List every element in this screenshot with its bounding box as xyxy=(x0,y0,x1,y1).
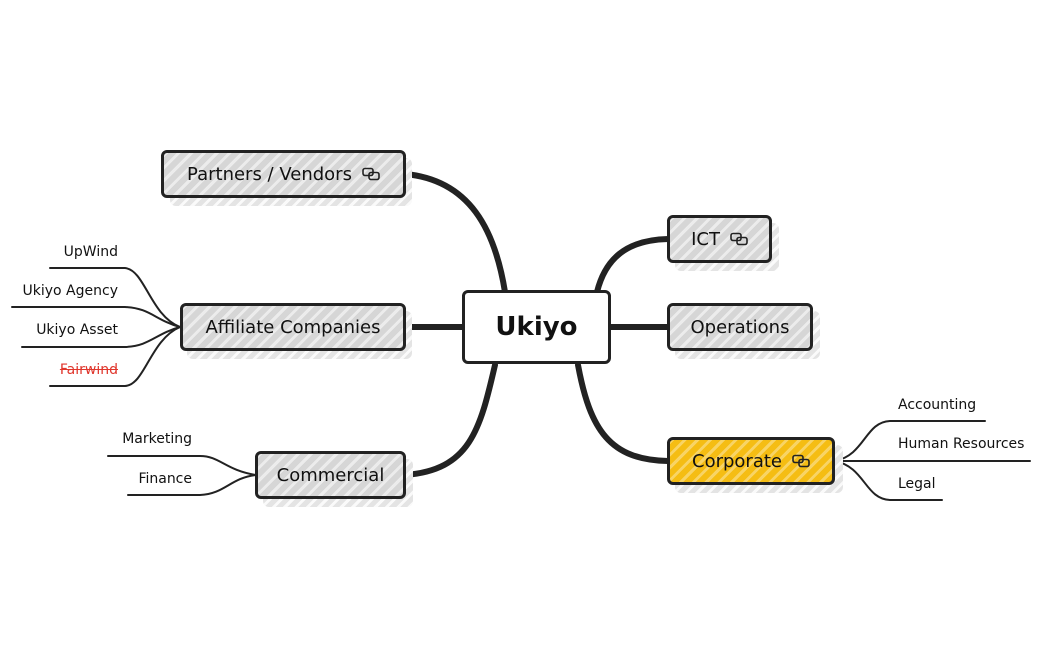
subtopic-accounting[interactable]: Accounting xyxy=(898,397,977,413)
subtopic-ukiyo-asset[interactable]: Ukiyo Asset xyxy=(36,322,118,338)
subtopic-finance[interactable]: Finance xyxy=(138,471,192,487)
affiliates-label: Affiliate Companies xyxy=(205,316,381,338)
link-icon[interactable] xyxy=(730,232,748,246)
ict-label: ICT xyxy=(691,228,720,250)
commercial-label: Commercial xyxy=(276,464,385,486)
partners-label: Partners / Vendors xyxy=(187,163,352,185)
subtopic-ukiyo-agency[interactable]: Ukiyo Agency xyxy=(22,283,118,299)
topic-ict[interactable]: ICT xyxy=(667,215,772,263)
topic-partners-vendors[interactable]: Partners / Vendors xyxy=(161,150,406,198)
topic-corporate[interactable]: Corporate xyxy=(667,437,835,485)
subtopic-legal[interactable]: Legal xyxy=(898,476,936,492)
topic-affiliate-companies[interactable]: Affiliate Companies xyxy=(180,303,406,351)
connector-ukiyo-agency xyxy=(11,306,181,328)
subtopic-upwind[interactable]: UpWind xyxy=(63,244,118,260)
root-topic[interactable]: Ukiyo xyxy=(462,290,611,364)
connector-upwind xyxy=(49,267,181,328)
connector-corporate xyxy=(575,362,671,464)
root-label: Ukiyo xyxy=(495,312,578,342)
topic-commercial[interactable]: Commercial xyxy=(255,451,406,499)
connector-commercial xyxy=(402,362,498,478)
connector-legal xyxy=(834,460,943,501)
connector-marketing xyxy=(107,455,257,476)
link-icon[interactable] xyxy=(792,454,810,468)
connector-partners xyxy=(402,171,508,295)
subtopic-fairwind[interactable]: Fairwind xyxy=(59,362,118,378)
topic-operations[interactable]: Operations xyxy=(667,303,813,351)
connector-accounting xyxy=(834,420,986,462)
connector-fairwind xyxy=(49,326,181,387)
operations-label: Operations xyxy=(690,316,790,338)
subtopic-marketing[interactable]: Marketing xyxy=(122,431,192,447)
link-icon[interactable] xyxy=(362,167,380,181)
corporate-label: Corporate xyxy=(692,450,782,472)
connector-ukiyo-asset xyxy=(21,326,181,348)
subtopic-human-resources[interactable]: Human Resources xyxy=(898,436,1025,452)
connector-finance xyxy=(127,474,257,496)
connector-ict xyxy=(594,236,671,295)
